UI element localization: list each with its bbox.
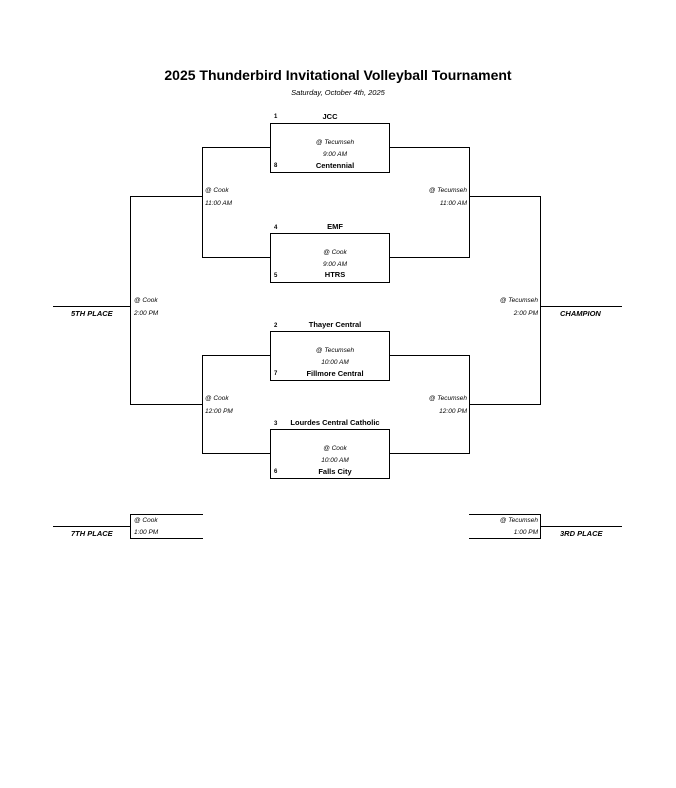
seed-number: 3	[274, 421, 278, 427]
team-name: Fillmore Central	[306, 369, 364, 378]
bracket-line	[540, 306, 622, 307]
fifth-place-label: 5TH PLACE	[71, 309, 113, 318]
game-site: @ Cook	[323, 445, 347, 452]
bracket-line	[202, 147, 203, 258]
game-time: 11:00 AM	[439, 200, 467, 207]
game-site: @ Tecumseh	[315, 139, 355, 146]
team-name: Falls City	[318, 467, 352, 476]
bracket-line	[540, 196, 541, 405]
bracket-line	[390, 453, 470, 454]
bracket-line	[202, 147, 270, 148]
bracket-line	[469, 514, 541, 515]
bracket-line	[390, 257, 470, 258]
bracket-line	[540, 526, 622, 527]
team-name: HTRS	[324, 270, 346, 279]
bracket-line	[130, 514, 203, 515]
bracket-line	[390, 147, 470, 148]
seventh-place-label: 7TH PLACE	[71, 529, 113, 538]
game-site: @ Tecumseh	[428, 395, 467, 402]
bracket-line	[469, 404, 541, 405]
bracket-line	[130, 196, 203, 197]
page-title: 2025 Thunderbird Invitational Volleyball…	[164, 67, 512, 83]
game-time: 1:00 PM	[134, 529, 159, 536]
quarterfinal-box-3	[270, 331, 390, 381]
bracket-line	[53, 526, 131, 527]
game-site: @ Cook	[323, 249, 347, 256]
game-time: 12:00 PM	[205, 408, 233, 415]
game-time: 2:00 PM	[513, 310, 538, 317]
seed-number: 4	[274, 225, 278, 231]
game-site: @ Cook	[134, 517, 158, 524]
game-site: @ Cook	[205, 187, 229, 194]
bracket-line	[130, 538, 203, 539]
game-time: 9:00 AM	[323, 151, 347, 158]
game-time: 1:00 PM	[513, 529, 538, 536]
game-site: @ Tecumseh	[499, 297, 538, 304]
team-name: Lourdes Central Catholic	[290, 418, 380, 427]
bracket-line	[390, 355, 470, 356]
seed-number: 1	[274, 114, 278, 120]
seed-number: 6	[274, 469, 278, 475]
quarterfinal-box-2	[270, 233, 390, 283]
game-site: @ Tecumseh	[428, 187, 467, 194]
game-time: 11:00 AM	[205, 200, 233, 207]
tournament-date: Saturday, October 4th, 2025	[291, 88, 385, 97]
game-time: 10:00 AM	[321, 457, 349, 464]
champion-label: CHAMPION	[560, 309, 601, 318]
game-time: 12:00 PM	[439, 408, 467, 415]
bracket-line	[469, 196, 541, 197]
team-name: JCC	[322, 112, 338, 121]
quarterfinal-box-1	[270, 123, 390, 173]
bracket-line	[53, 306, 131, 307]
bracket-line	[130, 196, 131, 405]
bracket-line	[469, 538, 541, 539]
seed-number: 7	[274, 371, 278, 377]
team-name: Thayer Central	[308, 320, 362, 329]
seed-number: 8	[274, 163, 278, 169]
game-site: @ Cook	[205, 395, 229, 402]
bracket-line	[202, 257, 270, 258]
third-place-label: 3RD PLACE	[560, 529, 603, 538]
bracket-line	[202, 355, 270, 356]
game-time: 2:00 PM	[134, 310, 159, 317]
team-name: Centennial	[315, 161, 355, 170]
bracket-line	[130, 404, 203, 405]
game-time: 9:00 AM	[323, 261, 347, 268]
seed-number: 2	[274, 323, 278, 329]
bracket-line	[469, 147, 470, 258]
team-name: EMF	[327, 222, 343, 231]
game-time: 10:00 AM	[321, 359, 349, 366]
game-site: @ Tecumseh	[315, 347, 355, 354]
game-site: @ Tecumseh	[499, 517, 538, 524]
game-site: @ Cook	[134, 297, 158, 304]
bracket-line	[202, 453, 270, 454]
seed-number: 5	[274, 273, 278, 279]
quarterfinal-box-4	[270, 429, 390, 479]
